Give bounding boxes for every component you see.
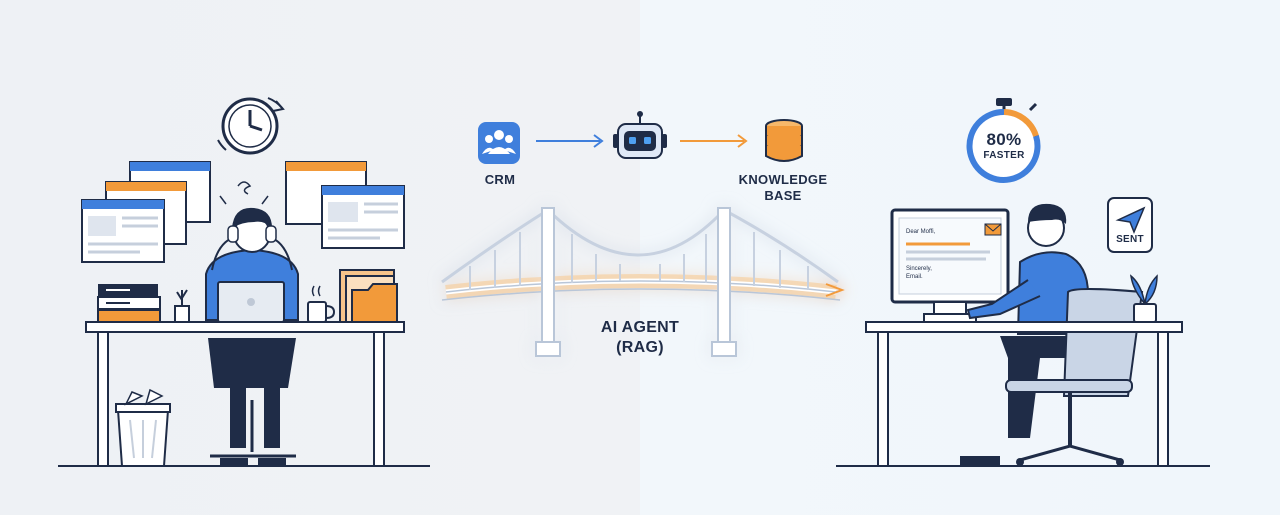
efficient-worker-scene	[836, 98, 1210, 467]
email-greeting: Dear Moffi,	[906, 229, 936, 235]
workflow	[441, 111, 845, 357]
office-chair-right	[1005, 288, 1144, 466]
ai-agent-label: AI AGENT (RAG)	[575, 318, 705, 358]
desk-right	[865, 321, 1183, 467]
trash-can	[115, 388, 171, 467]
coffee-mug	[307, 285, 336, 323]
clock-icon	[217, 97, 285, 155]
database-icon	[765, 119, 803, 162]
sent-label: SENT	[1116, 234, 1144, 245]
ai-agent-line1: AI AGENT	[600, 319, 680, 336]
desk-left	[85, 321, 405, 467]
crm-label: CRM	[484, 172, 516, 187]
knowledge-base-line2: BASE	[764, 188, 802, 203]
laptop	[217, 281, 285, 323]
bridge	[441, 207, 845, 357]
robot-icon	[613, 111, 667, 159]
browser-window-stack-right	[285, 161, 405, 249]
bridge-suspenders	[469, 232, 809, 290]
office-chair-left	[208, 338, 296, 466]
timer-value: 80%	[986, 130, 1022, 149]
timer-caption: FASTER	[983, 150, 1025, 161]
stopwatch-icon	[966, 98, 1041, 183]
knowledge-base-line1: KNOWLEDGE	[738, 172, 828, 187]
binders	[97, 284, 161, 323]
ai-agent-line2: (RAG)	[616, 339, 664, 356]
email-signature: Email.	[906, 274, 923, 280]
browser-window-stack-left	[81, 161, 211, 263]
email-closing: Sincerely,	[906, 266, 932, 272]
knowledge-base-label: KNOWLEDGE BASE	[728, 172, 838, 204]
crm-people-icon	[478, 122, 520, 164]
envelope-icon	[984, 223, 1002, 236]
folders	[339, 269, 398, 323]
stressed-worker-scene	[58, 97, 430, 467]
send-icon	[1107, 197, 1153, 253]
